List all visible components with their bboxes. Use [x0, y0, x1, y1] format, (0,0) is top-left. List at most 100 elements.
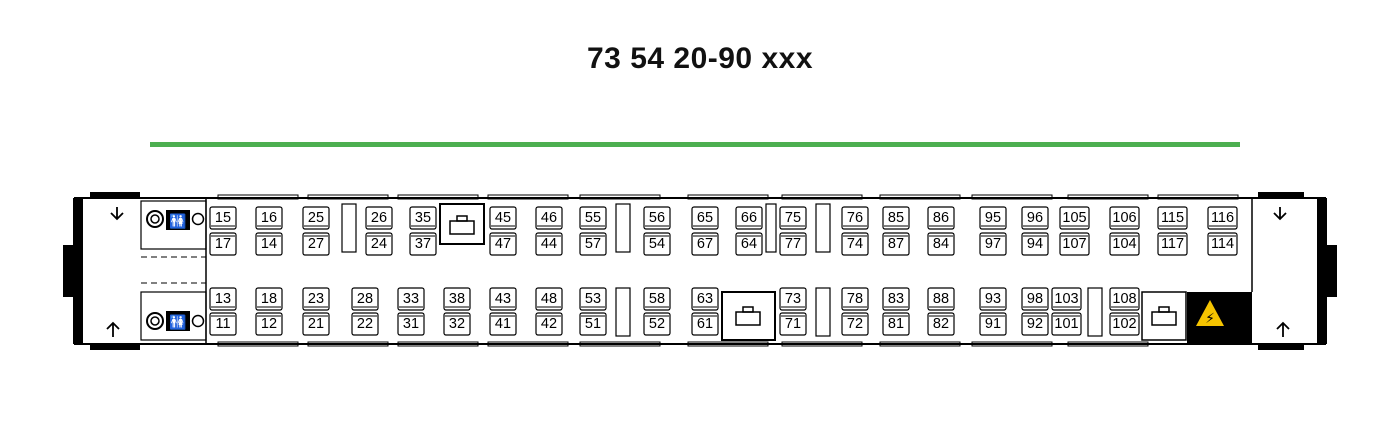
seat-54[interactable]: 54: [643, 232, 671, 256]
seat-97[interactable]: 97: [979, 232, 1007, 256]
seat-56[interactable]: 56: [643, 206, 671, 230]
seat-55[interactable]: 55: [579, 206, 607, 230]
seat-32[interactable]: 32: [443, 312, 471, 336]
seat-76[interactable]: 76: [841, 206, 869, 230]
seat-107[interactable]: 107: [1059, 232, 1090, 256]
seat-92[interactable]: 92: [1021, 312, 1049, 336]
seat-117[interactable]: 117: [1157, 232, 1188, 256]
arrow-up-icon: [1276, 321, 1290, 337]
seat-18[interactable]: 18: [255, 287, 283, 311]
seat-66[interactable]: 66: [735, 206, 763, 230]
seat-71[interactable]: 71: [779, 312, 807, 336]
seat-95[interactable]: 95: [979, 206, 1007, 230]
seat-85[interactable]: 85: [882, 206, 910, 230]
seat-44[interactable]: 44: [535, 232, 563, 256]
seat-103[interactable]: 103: [1051, 287, 1082, 311]
seat-102[interactable]: 102: [1109, 312, 1140, 336]
seat-58[interactable]: 58: [643, 287, 671, 311]
seat-33[interactable]: 33: [397, 287, 425, 311]
seat-42[interactable]: 42: [535, 312, 563, 336]
seat-number-label: 116: [1211, 210, 1234, 226]
seat-21[interactable]: 21: [302, 312, 330, 336]
seat-115[interactable]: 115: [1157, 206, 1188, 230]
seat-94[interactable]: 94: [1021, 232, 1049, 256]
seat-16[interactable]: 16: [255, 206, 283, 230]
seat-93[interactable]: 93: [979, 287, 1007, 311]
seat-number-label: 44: [541, 236, 557, 252]
seat-37[interactable]: 37: [409, 232, 437, 256]
seat-88[interactable]: 88: [927, 287, 955, 311]
seat-48[interactable]: 48: [535, 287, 563, 311]
seat-24[interactable]: 24: [365, 232, 393, 256]
electrical-cabinet: ⚡: [1187, 292, 1252, 344]
seat-13[interactable]: 13: [209, 287, 237, 311]
seat-91[interactable]: 91: [979, 312, 1007, 336]
seat-22[interactable]: 22: [351, 312, 379, 336]
seat-75[interactable]: 75: [779, 206, 807, 230]
seat-116[interactable]: 116: [1207, 206, 1238, 230]
entry-arrows: [106, 207, 1290, 337]
seat-number-label: 74: [847, 236, 863, 252]
seat-86[interactable]: 86: [927, 206, 955, 230]
seat-35[interactable]: 35: [409, 206, 437, 230]
seat-72[interactable]: 72: [841, 312, 869, 336]
seat-38[interactable]: 38: [443, 287, 471, 311]
seat-43[interactable]: 43: [489, 287, 517, 311]
seat-46[interactable]: 46: [535, 206, 563, 230]
seat-12[interactable]: 12: [255, 312, 283, 336]
seat-number-label: 21: [308, 316, 324, 332]
seat-105[interactable]: 105: [1059, 206, 1090, 230]
seat-73[interactable]: 73: [779, 287, 807, 311]
seat-number-label: 16: [261, 210, 277, 226]
seat-108[interactable]: 108: [1109, 287, 1140, 311]
seat-47[interactable]: 47: [489, 232, 517, 256]
seat-64[interactable]: 64: [735, 232, 763, 256]
seat-74[interactable]: 74: [841, 232, 869, 256]
seat-45[interactable]: 45: [489, 206, 517, 230]
seat-11[interactable]: 11: [209, 312, 237, 336]
seat-number-label: 93: [985, 291, 1001, 307]
seat-57[interactable]: 57: [579, 232, 607, 256]
seat-63[interactable]: 63: [691, 287, 719, 311]
seat-82[interactable]: 82: [927, 312, 955, 336]
seat-number-label: 94: [1027, 236, 1043, 252]
seat-number-label: 91: [985, 316, 1001, 332]
seat-15[interactable]: 15: [209, 206, 237, 230]
seat-84[interactable]: 84: [927, 232, 955, 256]
seat-96[interactable]: 96: [1021, 206, 1049, 230]
seat-52[interactable]: 52: [643, 312, 671, 336]
seat-106[interactable]: 106: [1109, 206, 1140, 230]
seat-114[interactable]: 114: [1207, 232, 1238, 256]
seat-77[interactable]: 77: [779, 232, 807, 256]
seat-23[interactable]: 23: [302, 287, 330, 311]
seat-number-label: 82: [933, 316, 949, 332]
seat-81[interactable]: 81: [882, 312, 910, 336]
seat-number-label: 32: [449, 316, 465, 332]
seat-number-label: 58: [649, 291, 665, 307]
seat-number-label: 105: [1062, 210, 1086, 226]
seat-51[interactable]: 51: [579, 312, 607, 336]
wc-icon: 🚻: [169, 314, 186, 331]
seat-number-label: 67: [697, 236, 713, 252]
seat-101[interactable]: 101: [1051, 312, 1082, 336]
seat-61[interactable]: 61: [691, 312, 719, 336]
seat-17[interactable]: 17: [209, 232, 237, 256]
seat-53[interactable]: 53: [579, 287, 607, 311]
seat-25[interactable]: 25: [302, 206, 330, 230]
seat-28[interactable]: 28: [351, 287, 379, 311]
seat-number-label: 96: [1027, 210, 1043, 226]
seat-87[interactable]: 87: [882, 232, 910, 256]
seat-65[interactable]: 65: [691, 206, 719, 230]
seat-98[interactable]: 98: [1021, 287, 1049, 311]
seat-78[interactable]: 78: [841, 287, 869, 311]
class-color-bar: [150, 142, 1240, 147]
seat-number-label: 14: [261, 236, 277, 252]
seat-26[interactable]: 26: [365, 206, 393, 230]
seat-67[interactable]: 67: [691, 232, 719, 256]
seat-27[interactable]: 27: [302, 232, 330, 256]
seat-83[interactable]: 83: [882, 287, 910, 311]
seat-41[interactable]: 41: [489, 312, 517, 336]
seat-31[interactable]: 31: [397, 312, 425, 336]
seat-104[interactable]: 104: [1109, 232, 1140, 256]
seat-14[interactable]: 14: [255, 232, 283, 256]
